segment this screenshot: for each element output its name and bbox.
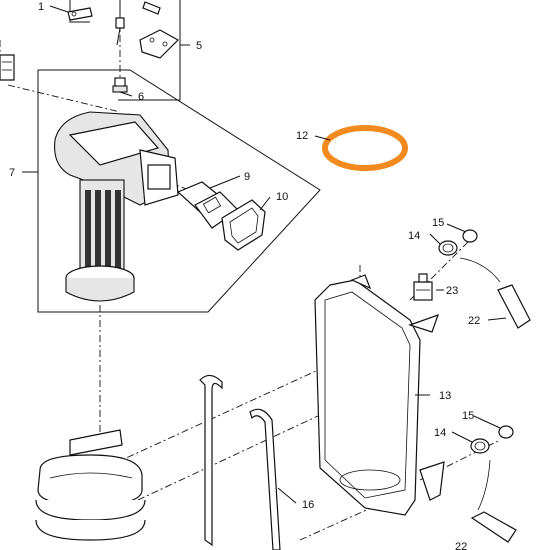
callout-13: 13 [439,390,451,402]
callout-14-upper: 14 [408,230,420,242]
parts-14-15-lower-seals [470,425,514,454]
callout-16: 16 [302,499,314,511]
part-6-nipple [112,77,128,93]
part-16-pipe [199,374,281,550]
callout-23: 23 [446,285,458,297]
part-22-tube-lower [470,459,517,543]
callout-15-upper: 15 [432,217,444,229]
callout-7: 7 [9,167,15,179]
callout-6: 6 [138,91,144,103]
callout-22-upper: 22 [468,315,480,327]
part-electrode [115,0,161,46]
part-13-heat-exchanger-housing [314,274,445,516]
callout-12: 12 [296,130,308,142]
part-23-sensor [413,273,433,301]
part-5-plate [139,29,179,59]
callout-10: 10 [276,191,288,203]
leader-lines [22,5,507,504]
parts-14-15-upper-seals [438,229,478,256]
part-12-gasket-highlight [322,125,408,171]
part-1-bracket [67,7,93,21]
burner-slots [85,190,121,270]
part-10-gasket [221,199,266,251]
callout-15-lower: 15 [462,410,474,422]
part-22-tube-upper [459,257,531,329]
callout-9: 9 [244,171,250,183]
callout-5: 5 [196,40,202,52]
part-left-bracket [0,54,15,81]
heat-exchanger-coil [35,429,146,541]
assembly-frame-7 [37,69,321,313]
callout-14-lower: 14 [434,427,446,439]
assembly-frame-5 [69,0,181,101]
part-7-burner-assembly [54,111,179,302]
callout-1: 1 [38,1,44,13]
callout-22-lower: 22 [455,541,467,550]
